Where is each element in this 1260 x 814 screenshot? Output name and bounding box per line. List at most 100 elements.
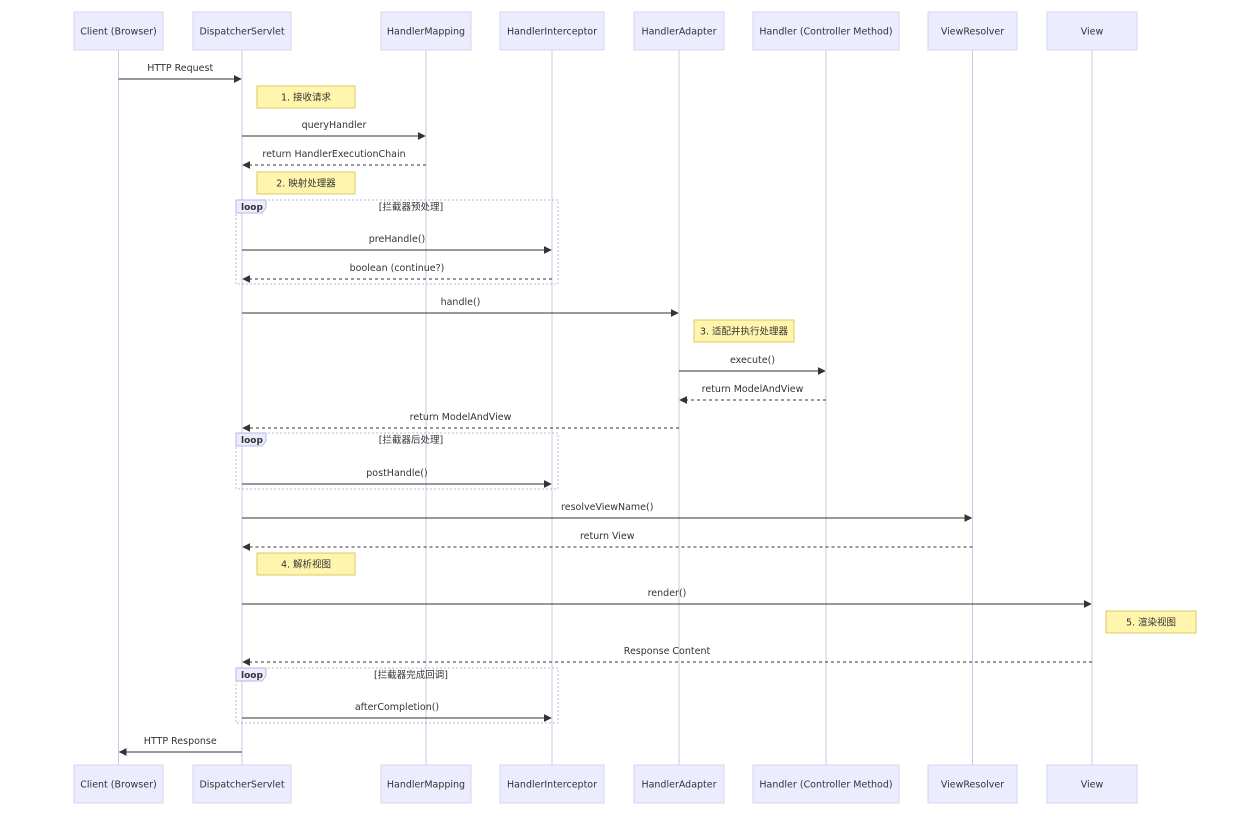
message-boolean-continue: boolean (continue?) xyxy=(242,263,552,283)
participant-box xyxy=(380,11,472,51)
note-box xyxy=(1105,610,1197,634)
message-label: HTTP Request xyxy=(147,63,213,74)
participant-vr-bottom: ViewResolver xyxy=(927,764,1018,804)
message-label: resolveViewName() xyxy=(561,502,653,513)
participant-box xyxy=(192,11,292,51)
participant-box xyxy=(380,764,472,804)
message-label: HTTP Response xyxy=(144,736,217,747)
message-execute: execute() xyxy=(679,355,826,375)
participant-label: ViewResolver xyxy=(941,27,1004,38)
message-prehandle: preHandle() xyxy=(242,234,552,254)
note-box xyxy=(693,319,795,343)
participant-box xyxy=(73,11,164,51)
participant-ha-top: HandlerAdapter xyxy=(633,11,725,51)
participant-label: Handler (Controller Method) xyxy=(759,27,892,38)
participant-v-top: View xyxy=(1046,11,1138,51)
note-text: 2. 映射处理器 xyxy=(276,178,336,190)
message-response-content: Response Content xyxy=(242,646,1092,666)
participant-label: HandlerInterceptor xyxy=(507,27,597,38)
message-label: afterCompletion() xyxy=(355,702,439,713)
message-resolveviewname: resolveViewName() xyxy=(242,502,973,522)
loop-condition: [拦截器完成回调] xyxy=(374,669,448,681)
participant-label: DispatcherServlet xyxy=(199,780,284,791)
loop-tab xyxy=(235,432,267,447)
loop-keyword: loop xyxy=(241,671,263,681)
participant-hi-bottom: HandlerInterceptor xyxy=(499,764,605,804)
participant-label: View xyxy=(1081,27,1104,38)
participant-label: HandlerInterceptor xyxy=(507,780,597,791)
note-3: 3. 适配并执行处理器 xyxy=(693,319,795,343)
message-return-modelandview: return ModelAndView xyxy=(679,384,826,404)
message-label: postHandle() xyxy=(366,468,427,479)
participant-label: HandlerMapping xyxy=(387,780,465,791)
lifelines xyxy=(118,50,1093,765)
participant-box xyxy=(752,11,900,51)
participant-box xyxy=(73,764,164,804)
participants: Client (Browser) Client (Browser) Dispatch… xyxy=(73,11,1138,804)
participant-box xyxy=(1046,764,1138,804)
message-label: queryHandler xyxy=(302,120,367,131)
participant-hi-top: HandlerInterceptor xyxy=(499,11,605,51)
message-label: Response Content xyxy=(624,646,711,657)
participant-h-bottom: Handler (Controller Method) xyxy=(752,764,900,804)
note-text: 3. 适配并执行处理器 xyxy=(700,326,789,338)
participant-label: View xyxy=(1081,780,1104,791)
loop-condition: [拦截器后处理] xyxy=(379,434,443,446)
participant-label: HandlerAdapter xyxy=(641,780,716,791)
message-label: return ModelAndView xyxy=(702,384,804,395)
message-http-request: HTTP Request xyxy=(118,63,242,83)
loop-frame-2: loop [拦截器后处理] xyxy=(235,432,559,490)
participant-ds-top: DispatcherServlet xyxy=(192,11,292,51)
message-label: return HandlerExecutionChain xyxy=(262,149,405,160)
participant-hm-top: HandlerMapping xyxy=(380,11,472,51)
loop-frame-1: loop [拦截器预处理] xyxy=(235,199,559,285)
participant-box xyxy=(499,764,605,804)
message-label: return View xyxy=(580,531,635,542)
participant-ds-bottom: DispatcherServlet xyxy=(192,764,292,804)
participant-box xyxy=(633,11,725,51)
note-box xyxy=(256,171,356,195)
participant-label: Handler (Controller Method) xyxy=(759,780,892,791)
message-label: handle() xyxy=(441,297,481,308)
message-label: return ModelAndView xyxy=(410,412,512,423)
message-aftercompletion: afterCompletion() xyxy=(242,702,552,722)
participant-box xyxy=(633,764,725,804)
loop-tab xyxy=(235,199,267,214)
note-box xyxy=(256,85,356,109)
message-http-response: HTTP Response xyxy=(118,736,242,756)
participant-label: DispatcherServlet xyxy=(199,27,284,38)
loop-keyword: loop xyxy=(241,203,263,213)
message-return-modelandview: return ModelAndView xyxy=(242,412,679,432)
message-label: boolean (continue?) xyxy=(350,263,445,274)
participant-box xyxy=(499,11,605,51)
note-text: 5. 渲染视图 xyxy=(1126,617,1176,629)
message-label: render() xyxy=(648,588,687,599)
message-handle: handle() xyxy=(242,297,679,317)
note-2: 2. 映射处理器 xyxy=(256,171,356,195)
loop-border xyxy=(235,667,559,724)
participant-box xyxy=(752,764,900,804)
note-box xyxy=(256,552,356,576)
loop-keyword: loop xyxy=(241,436,263,446)
participant-label: Client (Browser) xyxy=(80,27,156,38)
loop-condition: [拦截器预处理] xyxy=(379,201,443,213)
loop-border xyxy=(235,199,559,285)
participant-client-bottom: Client (Browser) xyxy=(73,764,164,804)
participant-label: HandlerMapping xyxy=(387,27,465,38)
note-1: 1. 接收请求 xyxy=(256,85,356,109)
participant-vr-top: ViewResolver xyxy=(927,11,1018,51)
note-5: 5. 渲染视图 xyxy=(1105,610,1197,634)
participant-client-top: Client (Browser) xyxy=(73,11,164,51)
participant-v-bottom: View xyxy=(1046,764,1138,804)
participant-box xyxy=(927,764,1018,804)
participant-ha-bottom: HandlerAdapter xyxy=(633,764,725,804)
loop-tab xyxy=(235,667,267,682)
message-posthandle: postHandle() xyxy=(242,468,552,488)
participant-label: ViewResolver xyxy=(941,780,1004,791)
participant-label: HandlerAdapter xyxy=(641,27,716,38)
loop-frame-3: loop [拦截器完成回调] xyxy=(235,667,559,724)
participant-box xyxy=(1046,11,1138,51)
participant-h-top: Handler (Controller Method) xyxy=(752,11,900,51)
